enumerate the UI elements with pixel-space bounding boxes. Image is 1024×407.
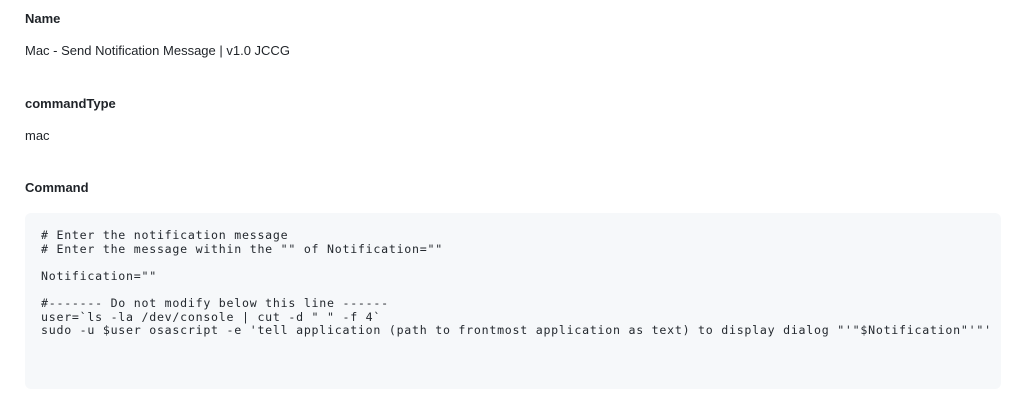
command-type-value: mac <box>25 128 50 143</box>
command-type-label: commandType <box>25 96 116 111</box>
command-code-block: # Enter the notification message # Enter… <box>25 213 1001 389</box>
name-value: Mac - Send Notification Message | v1.0 J… <box>25 43 290 58</box>
command-label: Command <box>25 180 89 195</box>
name-label: Name <box>25 11 61 26</box>
command-code: # Enter the notification message # Enter… <box>41 228 992 338</box>
